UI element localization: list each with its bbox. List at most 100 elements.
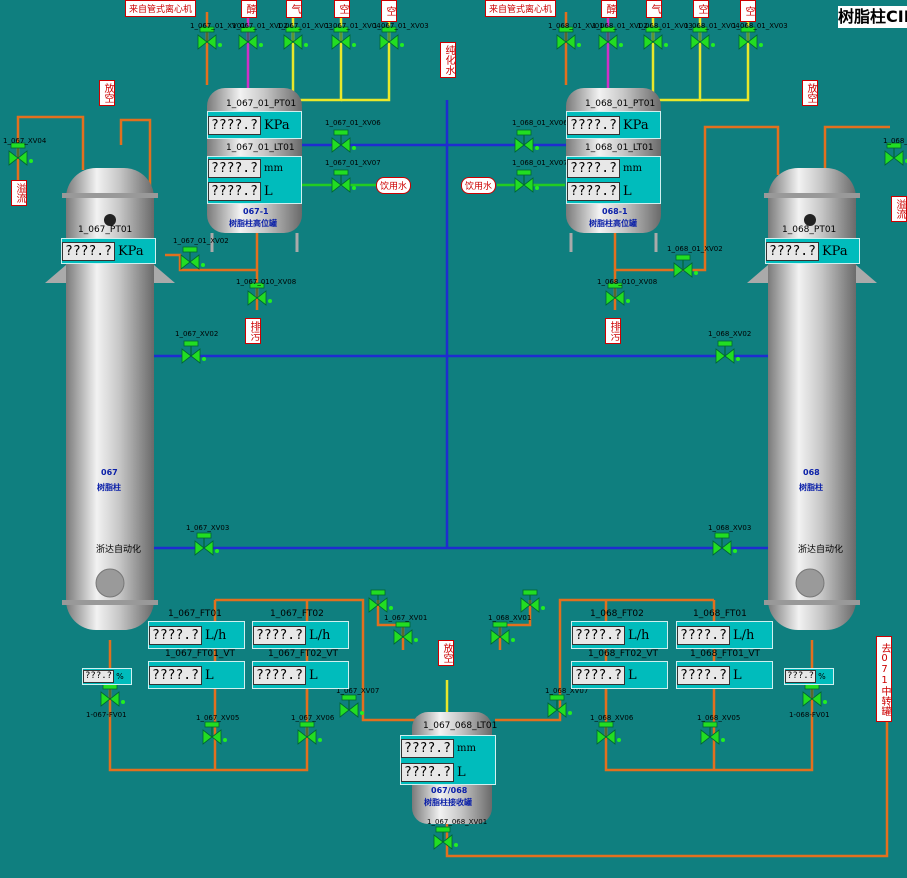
pt-068-value: ????.? bbox=[766, 241, 819, 261]
v068-xv05-valve[interactable] bbox=[700, 721, 725, 745]
source-centrifuge-right: 来自管式离心机 bbox=[485, 0, 557, 17]
v068-01-xv06-valve[interactable] bbox=[514, 129, 539, 153]
v067-xv04-valve[interactable] bbox=[8, 142, 33, 166]
v068-xv07-valve[interactable] bbox=[547, 694, 572, 718]
pt-067-01-box[interactable]: ????.? KPa bbox=[207, 111, 302, 139]
v068-xv03-valve[interactable] bbox=[712, 532, 737, 556]
v067-xv05-valve[interactable] bbox=[202, 721, 227, 745]
v068-01-xv04-valve[interactable] bbox=[690, 26, 715, 50]
v067-xv02-valve[interactable] bbox=[181, 340, 206, 364]
tag-v067-01-xv01: 1_067_01_XV01 bbox=[190, 22, 246, 30]
pt-068-01-box[interactable]: ????.? KPa bbox=[566, 111, 661, 139]
tag-v068-xv02: 1_068_XV02 bbox=[708, 330, 751, 338]
pt-067-01-unit: KPa bbox=[263, 117, 290, 133]
v067-01-xv03-valve[interactable] bbox=[283, 26, 308, 50]
tag-v067-fv01: 1-067-FV01 bbox=[86, 711, 127, 719]
ft-068-01-vt-box[interactable]: ????.?L bbox=[676, 661, 773, 689]
ft-068-01-box[interactable]: ????.?L/h bbox=[676, 621, 773, 649]
v068-xv01b-valve[interactable] bbox=[490, 621, 515, 645]
pt-067-box[interactable]: ????.? KPa bbox=[61, 238, 156, 264]
tag-067-ft02: 1_067_FT02 bbox=[270, 609, 324, 619]
source-drinking-water-right: 饮用水 bbox=[461, 177, 497, 194]
v067-010-xv08-valve[interactable] bbox=[247, 282, 272, 306]
v068-01-xv02-valve[interactable] bbox=[598, 26, 623, 50]
lt-067-01-box[interactable]: ????.?mm ????.?L bbox=[207, 156, 302, 204]
fv-068-position-value: ???.? bbox=[785, 670, 817, 683]
tank-067-1-name: 067-1 bbox=[243, 207, 269, 216]
tag-v068-01-xv01: 1_068_01_XV01 bbox=[548, 22, 604, 30]
lt-068-01-box[interactable]: ????.?mm ????.?L bbox=[566, 156, 661, 204]
v068-xv04-valve[interactable] bbox=[884, 142, 907, 166]
v067-01-xv06-valve[interactable] bbox=[331, 129, 356, 153]
v068-01-xv01-valve[interactable] bbox=[556, 26, 581, 50]
tag-068-pt01: 1_068_PT01 bbox=[782, 225, 836, 235]
drain-068: 排污 bbox=[605, 318, 621, 344]
v067-01-xv04-valve[interactable] bbox=[331, 26, 356, 50]
dest-071-tank: 去071中转罐 bbox=[876, 636, 892, 722]
v067-xv03-valve[interactable] bbox=[194, 532, 219, 556]
tag-v067-01-xv02: 1_067_01_XV02 bbox=[232, 22, 288, 30]
v068-01-xv02-lower-valve[interactable] bbox=[673, 254, 698, 278]
tag-v067-01-xv03: 1_067_01_XV03 bbox=[277, 22, 333, 30]
tag-068-ft01: 1_068_FT01 bbox=[693, 609, 747, 619]
v068-fv01-valve[interactable] bbox=[802, 683, 827, 707]
source-air-left-2: 空 bbox=[381, 0, 397, 22]
ft-067-02-unit: L/h bbox=[308, 627, 331, 643]
ft-068-02-box[interactable]: ????.?L/h bbox=[571, 621, 668, 649]
ft-067-01-unit: L/h bbox=[204, 627, 227, 643]
ft-068-01-vt-unit: L bbox=[732, 667, 742, 683]
v067-xv06-valve[interactable] bbox=[297, 721, 322, 745]
v067-01-xv07-valve[interactable] bbox=[331, 169, 356, 193]
v067-068-xv01-valve[interactable] bbox=[433, 826, 458, 850]
fv-067-position-value: ???.? bbox=[83, 670, 115, 683]
drain-067: 排污 bbox=[245, 318, 261, 344]
fv-067-position-box[interactable]: ???.?% bbox=[82, 668, 132, 685]
v067-xv01b-valve[interactable] bbox=[393, 621, 418, 645]
pt-068-box[interactable]: ????.? KPa bbox=[765, 238, 860, 264]
v068-xv01-valve[interactable] bbox=[520, 589, 545, 613]
tag-v067-01-xv06: 1_067_01_XV06 bbox=[325, 119, 381, 127]
v068-010-xv08-valve[interactable] bbox=[605, 282, 630, 306]
ft-068-02-vt-box[interactable]: ????.?L bbox=[571, 661, 668, 689]
pt-067-value: ????.? bbox=[62, 241, 115, 261]
v067-xv07-valve[interactable] bbox=[339, 694, 364, 718]
ft-067-02-box[interactable]: ????.?L/h bbox=[252, 621, 349, 649]
v068-xv06-valve[interactable] bbox=[596, 721, 621, 745]
fv-068-position-box[interactable]: ???.?% bbox=[784, 668, 834, 685]
tag-v068-xv07: 1_068_XV07 bbox=[545, 687, 588, 695]
v068-01-xv03-valve[interactable] bbox=[643, 26, 668, 50]
v067-01-xv01-valve[interactable] bbox=[197, 26, 222, 50]
pt-068-01-unit: KPa bbox=[622, 117, 649, 133]
tag-v068-fv01: 1-068-FV01 bbox=[789, 711, 830, 719]
overflow-067: 溢流 bbox=[11, 180, 27, 206]
source-air-right-2: 空 bbox=[740, 0, 756, 22]
v068-xv02-valve[interactable] bbox=[715, 340, 740, 364]
v067-01-xv02-lower-valve[interactable] bbox=[180, 246, 205, 270]
v067-fv01-valve[interactable] bbox=[100, 683, 125, 707]
v067-01-xv03b-valve[interactable] bbox=[379, 26, 404, 50]
tag-v067-01-xv04: 1_067_01_XV04 bbox=[325, 22, 381, 30]
ft-067-01-vt-value: ????.? bbox=[149, 665, 202, 685]
column-068 bbox=[747, 168, 877, 630]
pt-067-01-value: ????.? bbox=[208, 115, 261, 135]
tag-v067-010-xv08: 1_067_010_XV08 bbox=[236, 278, 296, 286]
fv-067-position-unit: % bbox=[116, 672, 124, 681]
lt-recv-box[interactable]: ????.?mm ????.?L bbox=[400, 735, 496, 785]
ft-067-02-vt-value: ????.? bbox=[253, 665, 306, 685]
ft-067-02-vt-box[interactable]: ????.?L bbox=[252, 661, 349, 689]
page-title: 树脂柱CIP bbox=[838, 6, 907, 28]
lt-068-01-l-value: ????.? bbox=[567, 182, 620, 201]
v067-01-xv02-valve[interactable] bbox=[238, 26, 263, 50]
tag-v067-xv05: 1_067_XV05 bbox=[196, 714, 239, 722]
ft-067-01-vt-box[interactable]: ????.?L bbox=[148, 661, 245, 689]
source-gas-right: 气 bbox=[646, 0, 662, 18]
tank-067-1-desc: 树脂柱高位罐 bbox=[229, 218, 277, 228]
fv-068-position-unit: % bbox=[818, 672, 826, 681]
v068-01-xv07-valve[interactable] bbox=[514, 169, 539, 193]
ft-067-01-box[interactable]: ????.?L/h bbox=[148, 621, 245, 649]
lt-067-01-mm-unit: mm bbox=[263, 163, 283, 174]
v068-01-xv03b-valve[interactable] bbox=[738, 26, 763, 50]
vent-067: 放空 bbox=[99, 80, 115, 106]
v067-xv01-valve[interactable] bbox=[368, 589, 393, 613]
tag-067-ft01: 1_067_FT01 bbox=[168, 609, 222, 619]
